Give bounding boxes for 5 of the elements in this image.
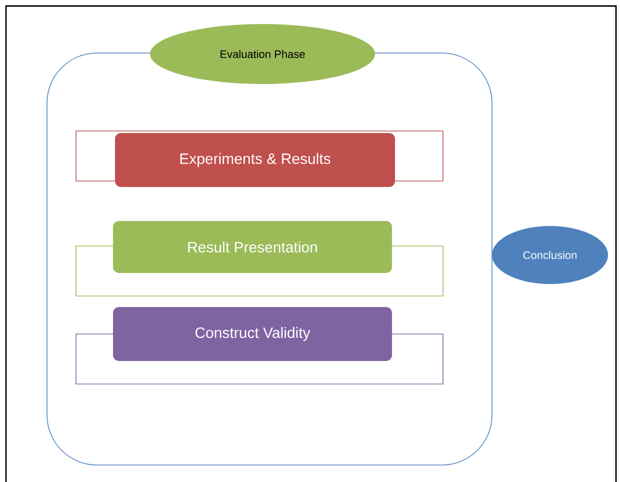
process-box: Construct Validity xyxy=(113,307,392,361)
process-box: Result Presentation xyxy=(113,221,392,273)
ellipse-label: Conclusion xyxy=(492,226,608,284)
ellipse-label: Evaluation Phase xyxy=(150,24,375,84)
process-box: Experiments & Results xyxy=(115,133,395,187)
